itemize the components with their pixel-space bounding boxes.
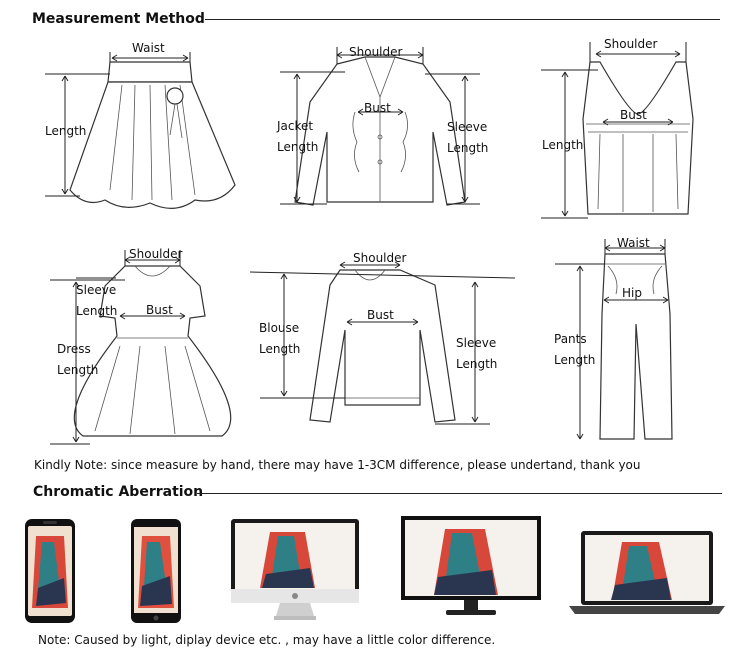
jacket-diagram: Shoulder Bust Jacket Length Sleeve Lengt… bbox=[275, 42, 495, 217]
pants-hip-label: Hip bbox=[622, 286, 642, 300]
tank-drawing bbox=[541, 42, 694, 219]
monitor-device bbox=[400, 515, 542, 623]
color-difference-note: Note: Caused by light, diplay device etc… bbox=[38, 633, 496, 647]
pants-waist-label: Waist bbox=[617, 236, 650, 250]
dress-sleeve-label-1: Sleeve bbox=[76, 283, 117, 297]
blouse-shoulder-label: Shoulder bbox=[353, 251, 407, 265]
chromatic-aberration-title: Chromatic Aberration bbox=[33, 484, 204, 500]
measurement-title-rule bbox=[205, 19, 720, 20]
skirt-waist-label: Waist bbox=[132, 41, 165, 55]
imac-drawing bbox=[231, 519, 359, 620]
measurement-method-title: Measurement Method bbox=[32, 11, 205, 27]
chromatic-title-rule bbox=[197, 493, 722, 494]
dress-bust-label: Bust bbox=[146, 303, 173, 317]
tank-length-label: Length bbox=[542, 138, 584, 152]
phone-1-drawing bbox=[25, 519, 75, 623]
jacket-sleeve-label-2: Length bbox=[447, 141, 489, 155]
blouse-sleeve-label-2: Length bbox=[456, 357, 498, 371]
laptop-device bbox=[567, 530, 727, 616]
blouse-length-label-1: Blouse bbox=[259, 321, 300, 335]
jacket-drawing bbox=[280, 47, 480, 206]
pants-diagram: Waist Hip Pants Length bbox=[550, 234, 740, 444]
skirt-length-label: Length bbox=[45, 124, 87, 138]
skirt-diagram: Waist Length bbox=[40, 40, 240, 215]
skirt-drawing bbox=[45, 52, 236, 209]
phone-device-1 bbox=[24, 518, 76, 624]
dress-shoulder-label: Shoulder bbox=[129, 247, 183, 261]
dress-drawing bbox=[50, 250, 232, 445]
jacket-bust-label: Bust bbox=[364, 101, 391, 115]
jacket-length-label-2: Length bbox=[277, 140, 319, 154]
blouse-sleeve-label-1: Sleeve bbox=[456, 336, 497, 350]
blouse-drawing bbox=[250, 261, 516, 425]
pants-length-label-2: Length bbox=[554, 353, 596, 367]
dress-diagram: Shoulder Sleeve Length Bust Dress Length bbox=[40, 246, 250, 446]
blouse-length-label-2: Length bbox=[259, 342, 301, 356]
jacket-sleeve-label-1: Sleeve bbox=[447, 120, 488, 134]
tank-diagram: Shoulder Bust Length bbox=[538, 34, 738, 224]
monitor-drawing bbox=[401, 516, 541, 615]
jacket-shoulder-label: Shoulder bbox=[349, 45, 403, 59]
phone-2-drawing bbox=[131, 519, 181, 623]
phone-device-2 bbox=[130, 518, 182, 624]
tank-shoulder-label: Shoulder bbox=[604, 37, 658, 51]
dress-length-label-1: Dress bbox=[57, 342, 91, 356]
tank-bust-label: Bust bbox=[620, 108, 647, 122]
blouse-diagram: Shoulder Bust Blouse Length Sleeve Lengt… bbox=[250, 250, 520, 430]
measurement-note: Kindly Note: since measure by hand, ther… bbox=[34, 458, 641, 472]
blouse-bust-label: Bust bbox=[367, 308, 394, 322]
imac-device bbox=[230, 518, 360, 626]
pants-length-label-1: Pants bbox=[554, 332, 587, 346]
laptop-drawing bbox=[569, 531, 725, 614]
dress-sleeve-label-2: Length bbox=[76, 304, 118, 318]
jacket-length-label-1: Jacket bbox=[277, 119, 314, 133]
dress-length-label-2: Length bbox=[57, 363, 99, 377]
pants-drawing bbox=[555, 239, 673, 440]
